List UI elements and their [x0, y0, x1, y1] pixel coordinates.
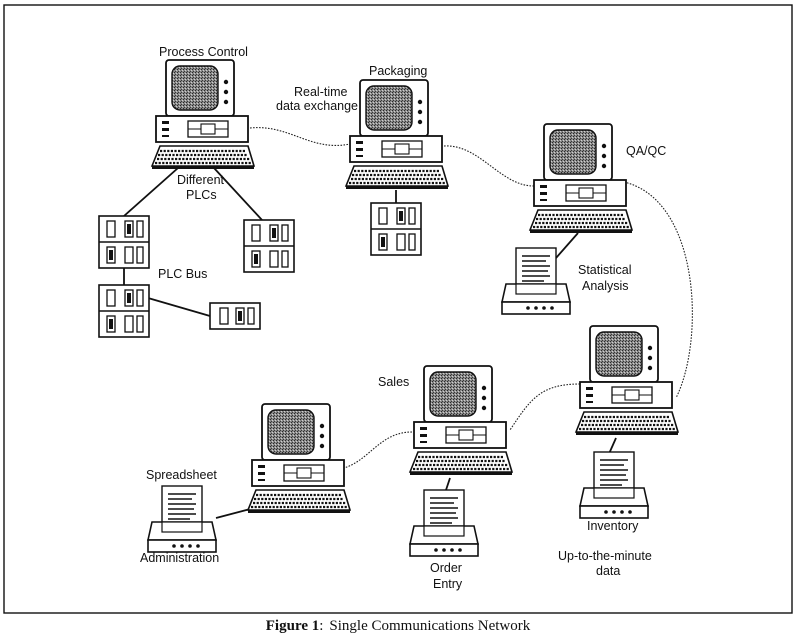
computer-sales — [408, 364, 514, 477]
figure-frame — [3, 4, 793, 614]
figure-caption: Figure 1: Single Communications Network — [266, 618, 531, 634]
computer-packaging — [344, 78, 450, 191]
computer-qaqc — [528, 122, 634, 235]
label-uptominute-line2: data — [596, 564, 620, 578]
cable-sales-administration — [343, 431, 413, 469]
label-spreadsheet: Spreadsheet — [146, 468, 217, 482]
label-plc-bus: PLC Bus — [158, 267, 207, 281]
network-cables — [249, 127, 693, 469]
label-statistical-line2: Analysis — [582, 279, 629, 293]
label-statistical-line1: Statistical — [578, 263, 632, 277]
label-different-line1: Different — [177, 173, 225, 187]
line-process-plc-left — [123, 167, 179, 217]
diagram-labels: Process Control Real-time data exchange … — [140, 45, 666, 591]
cable-inventory-sales — [509, 383, 581, 431]
line-qaqc-printer — [555, 232, 579, 259]
label-uptominute-line1: Up-to-the-minute — [558, 549, 652, 563]
computer-inventory — [574, 324, 680, 437]
label-realtime-line1: Real-time — [294, 85, 348, 99]
cable-packaging-qaqc — [443, 145, 535, 187]
label-process-control: Process Control — [159, 45, 248, 59]
plc-bus-line-horizontal — [147, 297, 211, 317]
printer-order-entry — [409, 489, 479, 557]
plc-rack-single — [209, 302, 261, 330]
label-qaqc: QA/QC — [626, 144, 666, 158]
label-sales: Sales — [378, 375, 409, 389]
printer-administration — [147, 485, 217, 553]
label-different-line2: PLCs — [186, 188, 217, 202]
plc-rack-upper-left — [98, 215, 150, 269]
caption-prefix: Figure 1 — [266, 618, 319, 634]
printer-inventory — [579, 451, 649, 519]
label-inventory: Inventory — [587, 519, 639, 533]
label-administration: Administration — [140, 551, 219, 565]
computer-process-control — [150, 58, 256, 171]
plc-rack-packaging — [370, 202, 422, 256]
label-realtime-line2: data exchange — [276, 99, 358, 113]
plc-rack-right — [243, 219, 295, 273]
label-packaging: Packaging — [369, 64, 427, 78]
printer-statistical — [501, 247, 571, 315]
caption-separator: : — [319, 618, 323, 634]
cable-process-packaging — [249, 127, 351, 146]
computer-administration — [246, 402, 352, 515]
plc-rack-lower-left — [98, 284, 150, 338]
caption-title: Single Communications Network — [329, 618, 530, 634]
label-order-line2: Entry — [433, 577, 463, 591]
cable-qaqc-inventory — [623, 181, 693, 399]
label-order-line1: Order — [430, 561, 462, 575]
line-process-plc-right — [213, 167, 263, 221]
